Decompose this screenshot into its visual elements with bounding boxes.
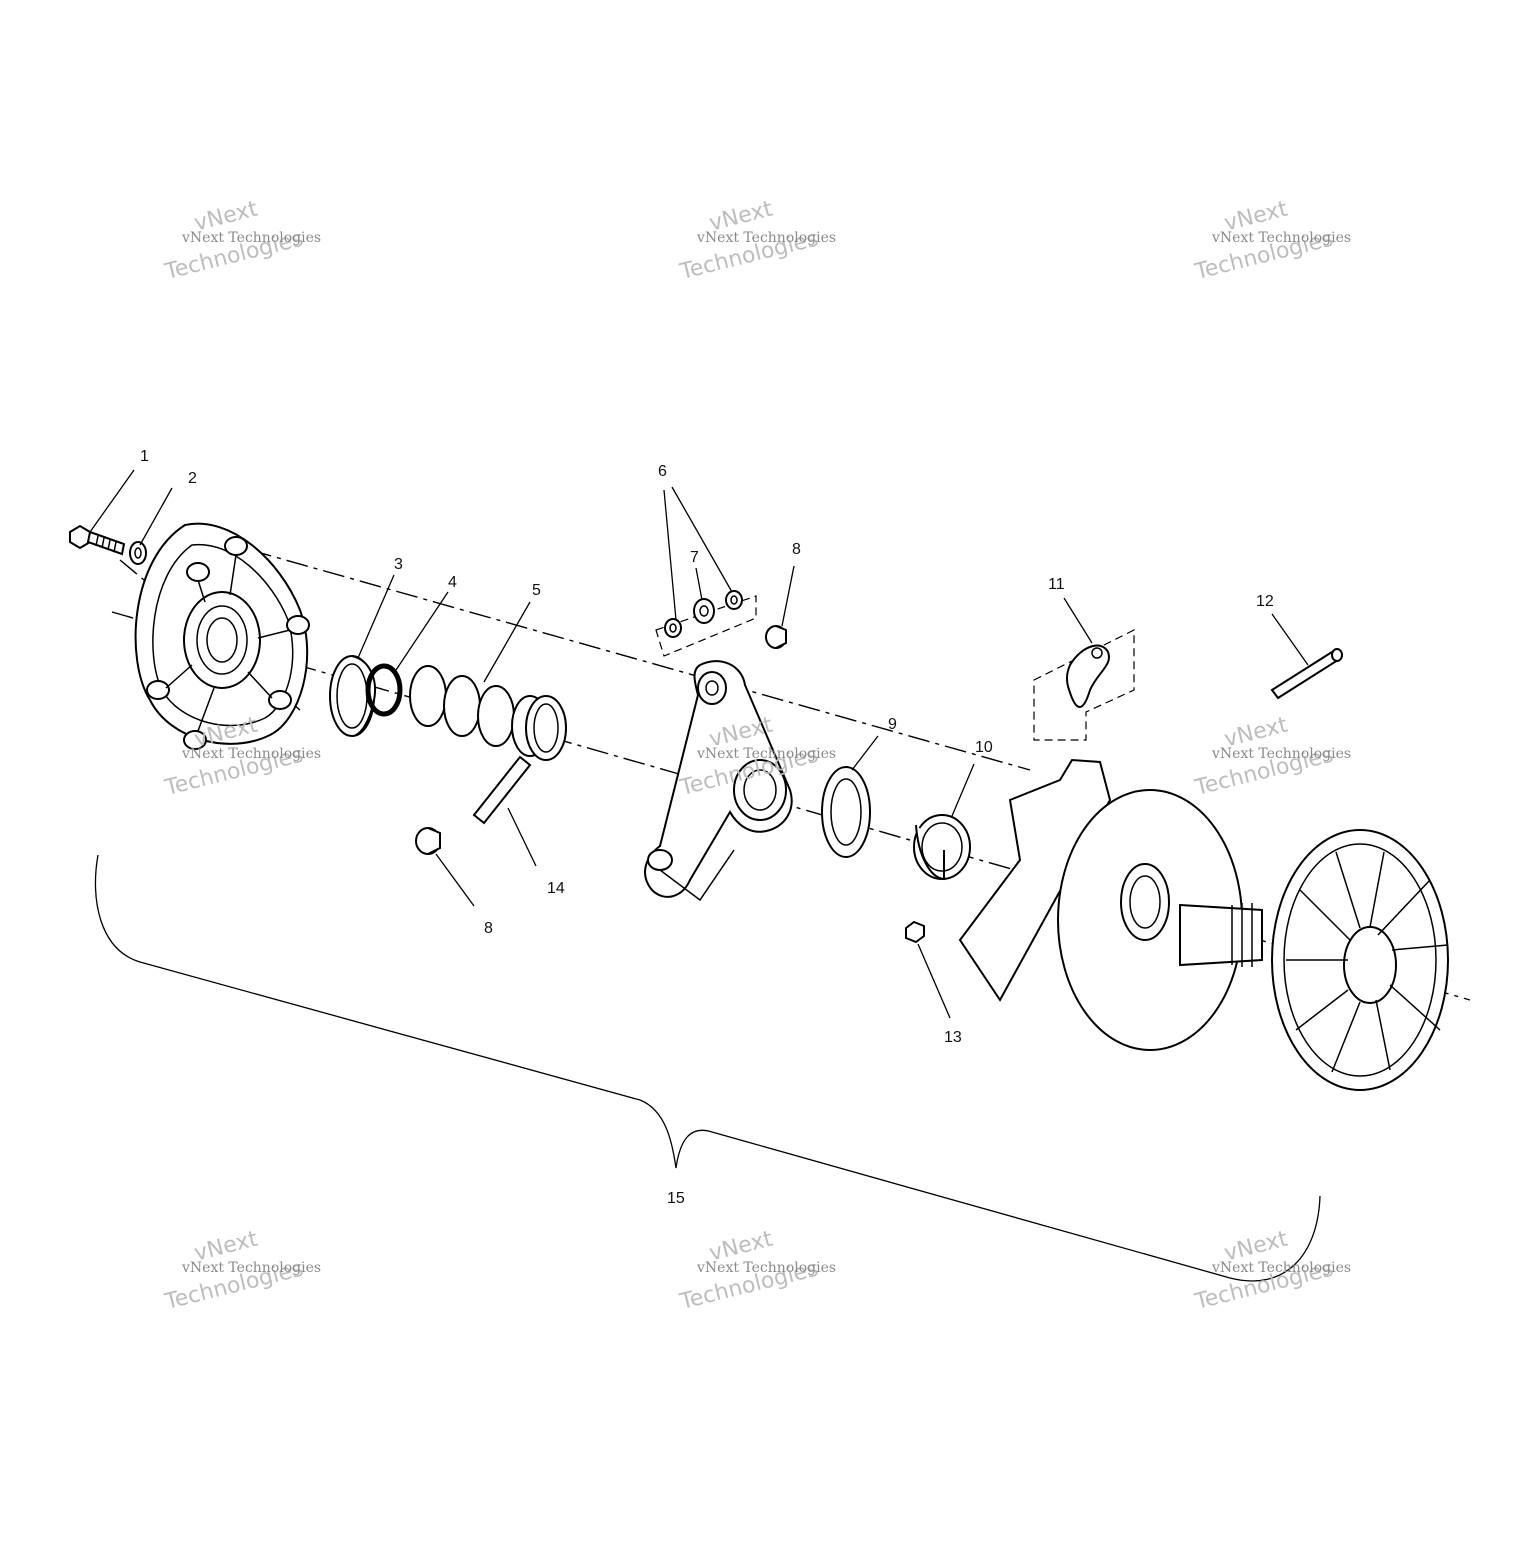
group-brace: [94, 854, 1321, 1282]
moveable-sheave: [958, 758, 1263, 1051]
part-1-bolt: [69, 524, 126, 556]
watermark-bottom-center: vNext Technologies vNext Technologies: [677, 1227, 836, 1316]
part-14-roller-pin: [472, 755, 532, 825]
cover-plate: [134, 522, 310, 750]
callout-4: 4: [448, 574, 457, 591]
fixed-sheave: [1271, 829, 1449, 1091]
callout-8-lower: 8: [484, 920, 493, 937]
callout-13: 13: [944, 1029, 962, 1046]
callout-14: 14: [547, 880, 565, 897]
svg-text:vNext Technologies: vNext Technologies: [696, 1260, 836, 1276]
svg-text:vNext Technologies: vNext Technologies: [696, 746, 836, 762]
watermark-bottom-right: vNext Technologies vNext Technologies: [1192, 1227, 1351, 1316]
callout-5: 5: [532, 582, 541, 599]
part-2-washer: [129, 541, 147, 565]
svg-text:vNext Technologies: vNext Technologies: [1211, 1260, 1351, 1276]
watermark-top-right: vNext Technologies vNext Technologies: [1192, 197, 1351, 286]
part-5-spring: [409, 665, 567, 761]
svg-text:vNext Technologies: vNext Technologies: [1211, 230, 1351, 246]
watermark-bottom-left: vNext Technologies vNext Technologies: [162, 1227, 321, 1316]
bolt-axis-upper: [249, 549, 1031, 771]
callout-3: 3: [394, 556, 403, 573]
part-10-bushing: [913, 814, 971, 881]
callout-11: 11: [1048, 576, 1065, 593]
part-9-washer-ring: [821, 766, 871, 858]
callout-9: 9: [888, 716, 897, 733]
callout-2: 2: [188, 470, 197, 487]
spider-bracket: [644, 660, 793, 902]
part-11-shoe: [1033, 629, 1135, 741]
callout-8-upper: 8: [792, 541, 801, 558]
part-8-cap-upper: [765, 625, 787, 649]
callout-7: 7: [690, 549, 699, 566]
watermark-top-left: vNext Technologies vNext Technologies: [162, 197, 321, 286]
part-12-pin: [1270, 648, 1343, 700]
svg-text:vNext Technologies: vNext Technologies: [181, 1260, 321, 1276]
svg-text:vNext Technologies: vNext Technologies: [1211, 746, 1351, 762]
callout-10: 10: [975, 739, 993, 756]
leader-lines: [89, 469, 1309, 1019]
svg-text:vNext Technologies: vNext Technologies: [696, 230, 836, 246]
callout-6: 6: [658, 463, 667, 480]
watermark-top-center: vNext Technologies vNext Technologies: [677, 197, 836, 286]
callout-12: 12: [1256, 593, 1274, 610]
part-4-o-ring: [365, 663, 403, 717]
watermark-mid-right: vNext Technologies vNext Technologies: [1192, 713, 1351, 802]
callout-15: 15: [667, 1190, 685, 1207]
part-13-nut: [905, 920, 925, 944]
callout-1: 1: [140, 448, 149, 465]
svg-text:vNext Technologies: vNext Technologies: [181, 746, 321, 762]
svg-text:vNext Technologies: vNext Technologies: [181, 230, 321, 246]
part-6-7-roller-set: [655, 590, 757, 657]
part-8-cap-lower: [415, 827, 441, 855]
